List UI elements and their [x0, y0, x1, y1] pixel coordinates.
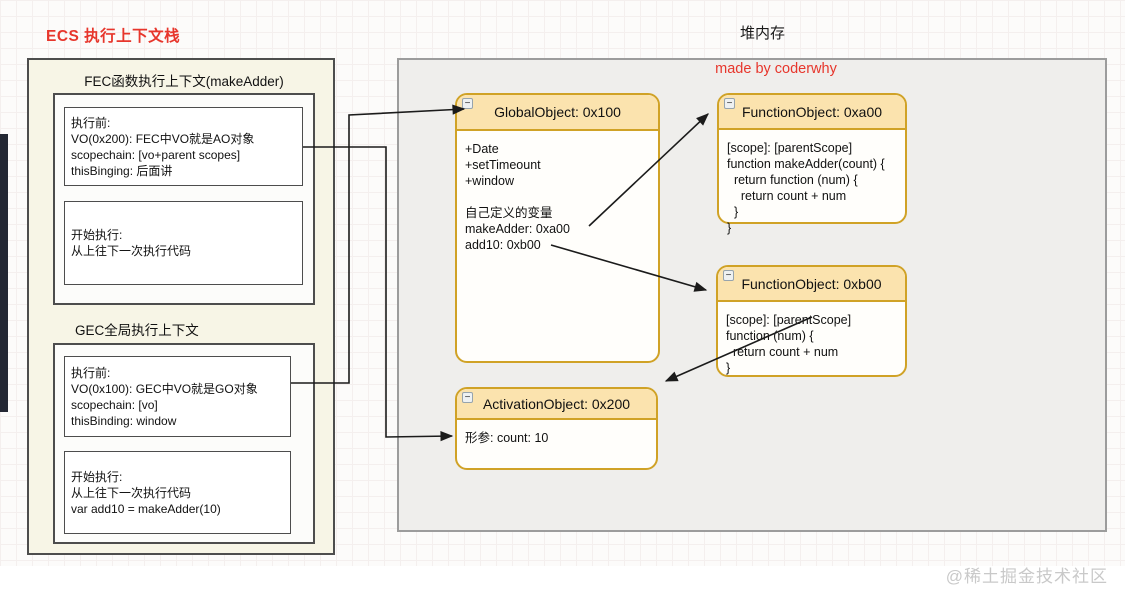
text-line: +window — [465, 174, 514, 188]
text-line: 形参: count: 10 — [465, 431, 549, 445]
code-line: } — [727, 221, 732, 235]
code-line: } — [726, 361, 731, 375]
function-object-a00-box: − FunctionObject: 0xa00 [scope]: [parent… — [717, 93, 907, 235]
gec-before-exec-box: 执行前: VO(0x100): GEC中VO就是GO对象 scopechain:… — [64, 356, 291, 437]
text-line: VO(0x100): GEC中VO就是GO对象 — [71, 381, 258, 396]
function-object-b00-body: [scope]: [parentScope] function (num) { … — [718, 302, 905, 376]
text-line: +Date — [465, 142, 499, 156]
text-line: 执行前: — [71, 115, 111, 130]
text-line: scopechain: [vo+parent scopes] — [71, 147, 241, 162]
gec-context-title: GEC全局执行上下文 — [75, 323, 199, 338]
collapse-icon: − — [724, 98, 735, 109]
global-object-box: − GlobalObject: 0x100 +Date +setTimeount… — [455, 93, 660, 363]
left-dark-strip — [0, 134, 8, 412]
activation-object-box: − ActivationObject: 0x200 形参: count: 10 — [455, 387, 658, 470]
function-object-a00-header: − FunctionObject: 0xa00 — [719, 95, 905, 130]
code-line: [scope]: [parentScope] — [727, 141, 853, 155]
activation-object-body: 形参: count: 10 — [457, 420, 656, 446]
text-line: 执行前: — [71, 365, 111, 380]
text-line: VO(0x200): FEC中VO就是AO对象 — [71, 131, 255, 146]
credit-text: made by coderwhy — [715, 61, 837, 77]
global-object-header: − GlobalObject: 0x100 — [457, 95, 658, 131]
fec-context-title: FEC函数执行上下文(makeAdder) — [84, 74, 284, 89]
text-line: scopechain: [vo] — [71, 397, 158, 412]
code-line: return count + num — [726, 345, 839, 359]
text-line: 自己定义的变量 — [465, 206, 553, 220]
text-line: 从上往下一次执行代码 — [71, 244, 192, 258]
code-line: function makeAdder(count) { — [727, 157, 885, 171]
text-line: +setTimeount — [465, 158, 541, 172]
text-line: add10: 0xb00 — [465, 238, 541, 252]
watermark: @稀土掘金技术社区 — [945, 567, 1108, 586]
collapse-icon: − — [723, 270, 734, 281]
code-line: return function (num) { — [727, 173, 858, 187]
function-object-a00-title: FunctionObject: 0xa00 — [741, 103, 883, 120]
function-object-b00-header: − FunctionObject: 0xb00 — [718, 267, 905, 302]
text-line: thisBinding: window — [71, 413, 177, 428]
code-line: } — [727, 205, 739, 219]
collapse-icon: − — [462, 392, 473, 403]
gec-start-exec-box: 开始执行: 从上往下一次执行代码 var add10 = makeAdder(1… — [64, 451, 291, 534]
code-line: function (num) { — [726, 329, 814, 343]
text-line: thisBinging: 后面讲 — [71, 163, 173, 178]
code-line: [scope]: [parentScope] — [726, 313, 852, 327]
global-object-body: +Date +setTimeount +window 自己定义的变量 makeA… — [457, 131, 658, 253]
stack-title: ECS 执行上下文栈 — [46, 28, 181, 45]
code-line: return count + num — [727, 189, 847, 203]
function-object-a00-body: [scope]: [parentScope] function makeAdde… — [719, 130, 905, 236]
fec-before-exec-box: 执行前: VO(0x200): FEC中VO就是AO对象 scopechain:… — [64, 107, 303, 186]
text-line: makeAdder: 0xa00 — [465, 222, 570, 236]
text-line: 从上往下一次执行代码 — [71, 485, 192, 500]
activation-object-title: ActivationObject: 0x200 — [482, 395, 631, 412]
text-line: var add10 = makeAdder(10) — [71, 501, 221, 516]
activation-object-header: − ActivationObject: 0x200 — [457, 389, 656, 420]
global-object-title: GlobalObject: 0x100 — [494, 104, 621, 120]
function-object-b00-title: FunctionObject: 0xb00 — [741, 275, 882, 292]
text-line: 开始执行: — [71, 228, 123, 242]
text-line — [465, 189, 650, 205]
heap-title: 堆内存 — [740, 25, 786, 42]
function-object-b00-box: − FunctionObject: 0xb00 [scope]: [parent… — [716, 265, 907, 377]
fec-start-exec-box: 开始执行: 从上往下一次执行代码 — [64, 201, 303, 285]
collapse-icon: − — [462, 98, 473, 109]
text-line: 开始执行: — [71, 469, 123, 484]
